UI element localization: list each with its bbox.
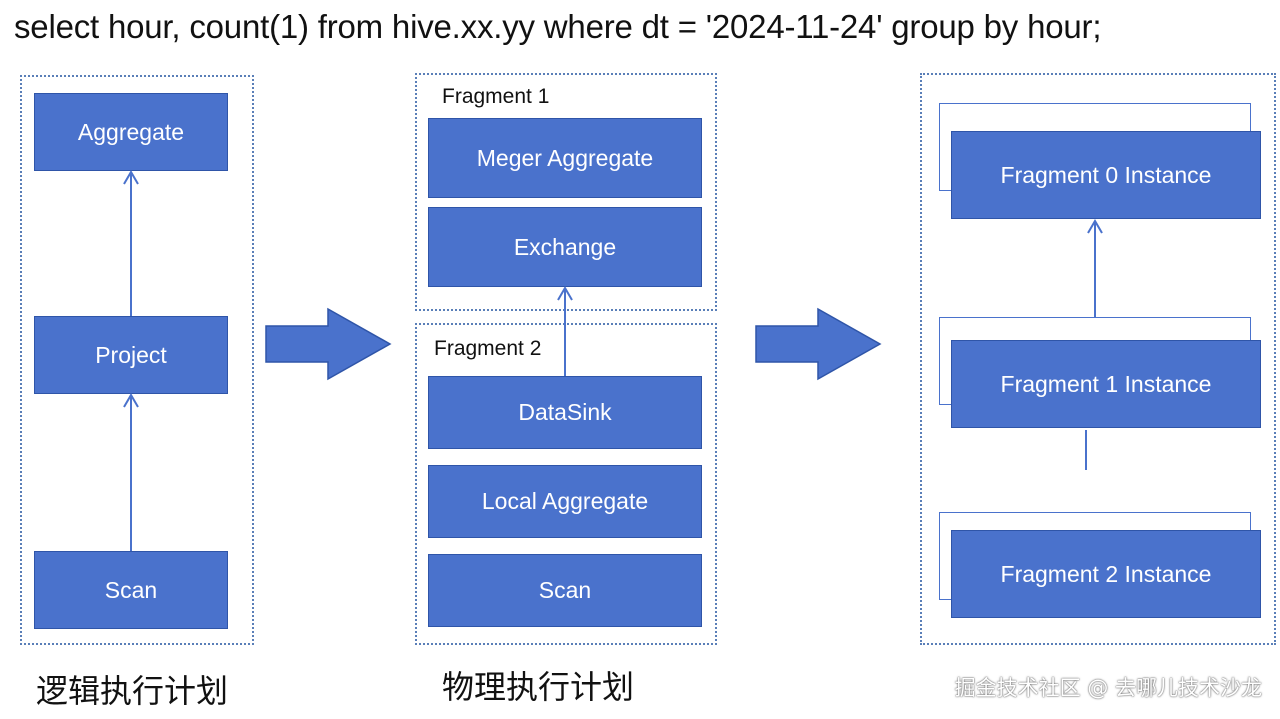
fragment-1-label: Fragment 1 — [442, 85, 550, 108]
arrow-project-to-aggregate — [123, 170, 139, 316]
fragment-2-instance: Fragment 2 Instance — [951, 530, 1261, 618]
fragment-2-label: Fragment 2 — [434, 337, 542, 360]
logical-node-aggregate: Aggregate — [34, 93, 228, 171]
block-arrow-logical-to-physical — [265, 307, 392, 381]
arrow-datasink-to-exchange — [557, 286, 573, 376]
physical-plan-caption: 物理执行计划 — [442, 668, 635, 706]
fragment-1-instance: Fragment 1 Instance — [951, 340, 1261, 428]
logical-plan-caption: 逻辑执行计划 — [36, 672, 229, 710]
fragment-0-instance: Fragment 0 Instance — [951, 131, 1261, 219]
instances-panel — [920, 73, 1276, 645]
arrow-scan-to-project — [123, 393, 139, 551]
arrow-instance1-to-instance0 — [1087, 219, 1103, 317]
physical-node-datasink: DataSink — [428, 376, 702, 449]
sql-query-text: select hour, count(1) from hive.xx.yy wh… — [14, 8, 1102, 45]
block-arrow-physical-to-instances — [755, 307, 882, 381]
watermark: 掘金技术社区 @ 去哪儿技术沙龙 — [954, 676, 1262, 700]
physical-node-meger-aggregate: Meger Aggregate — [428, 118, 702, 198]
physical-node-scan: Scan — [428, 554, 702, 627]
logical-node-scan: Scan — [34, 551, 228, 629]
logical-plan-panel — [20, 75, 254, 645]
physical-node-local-aggregate: Local Aggregate — [428, 465, 702, 538]
physical-node-exchange: Exchange — [428, 207, 702, 287]
logical-node-project: Project — [34, 316, 228, 394]
